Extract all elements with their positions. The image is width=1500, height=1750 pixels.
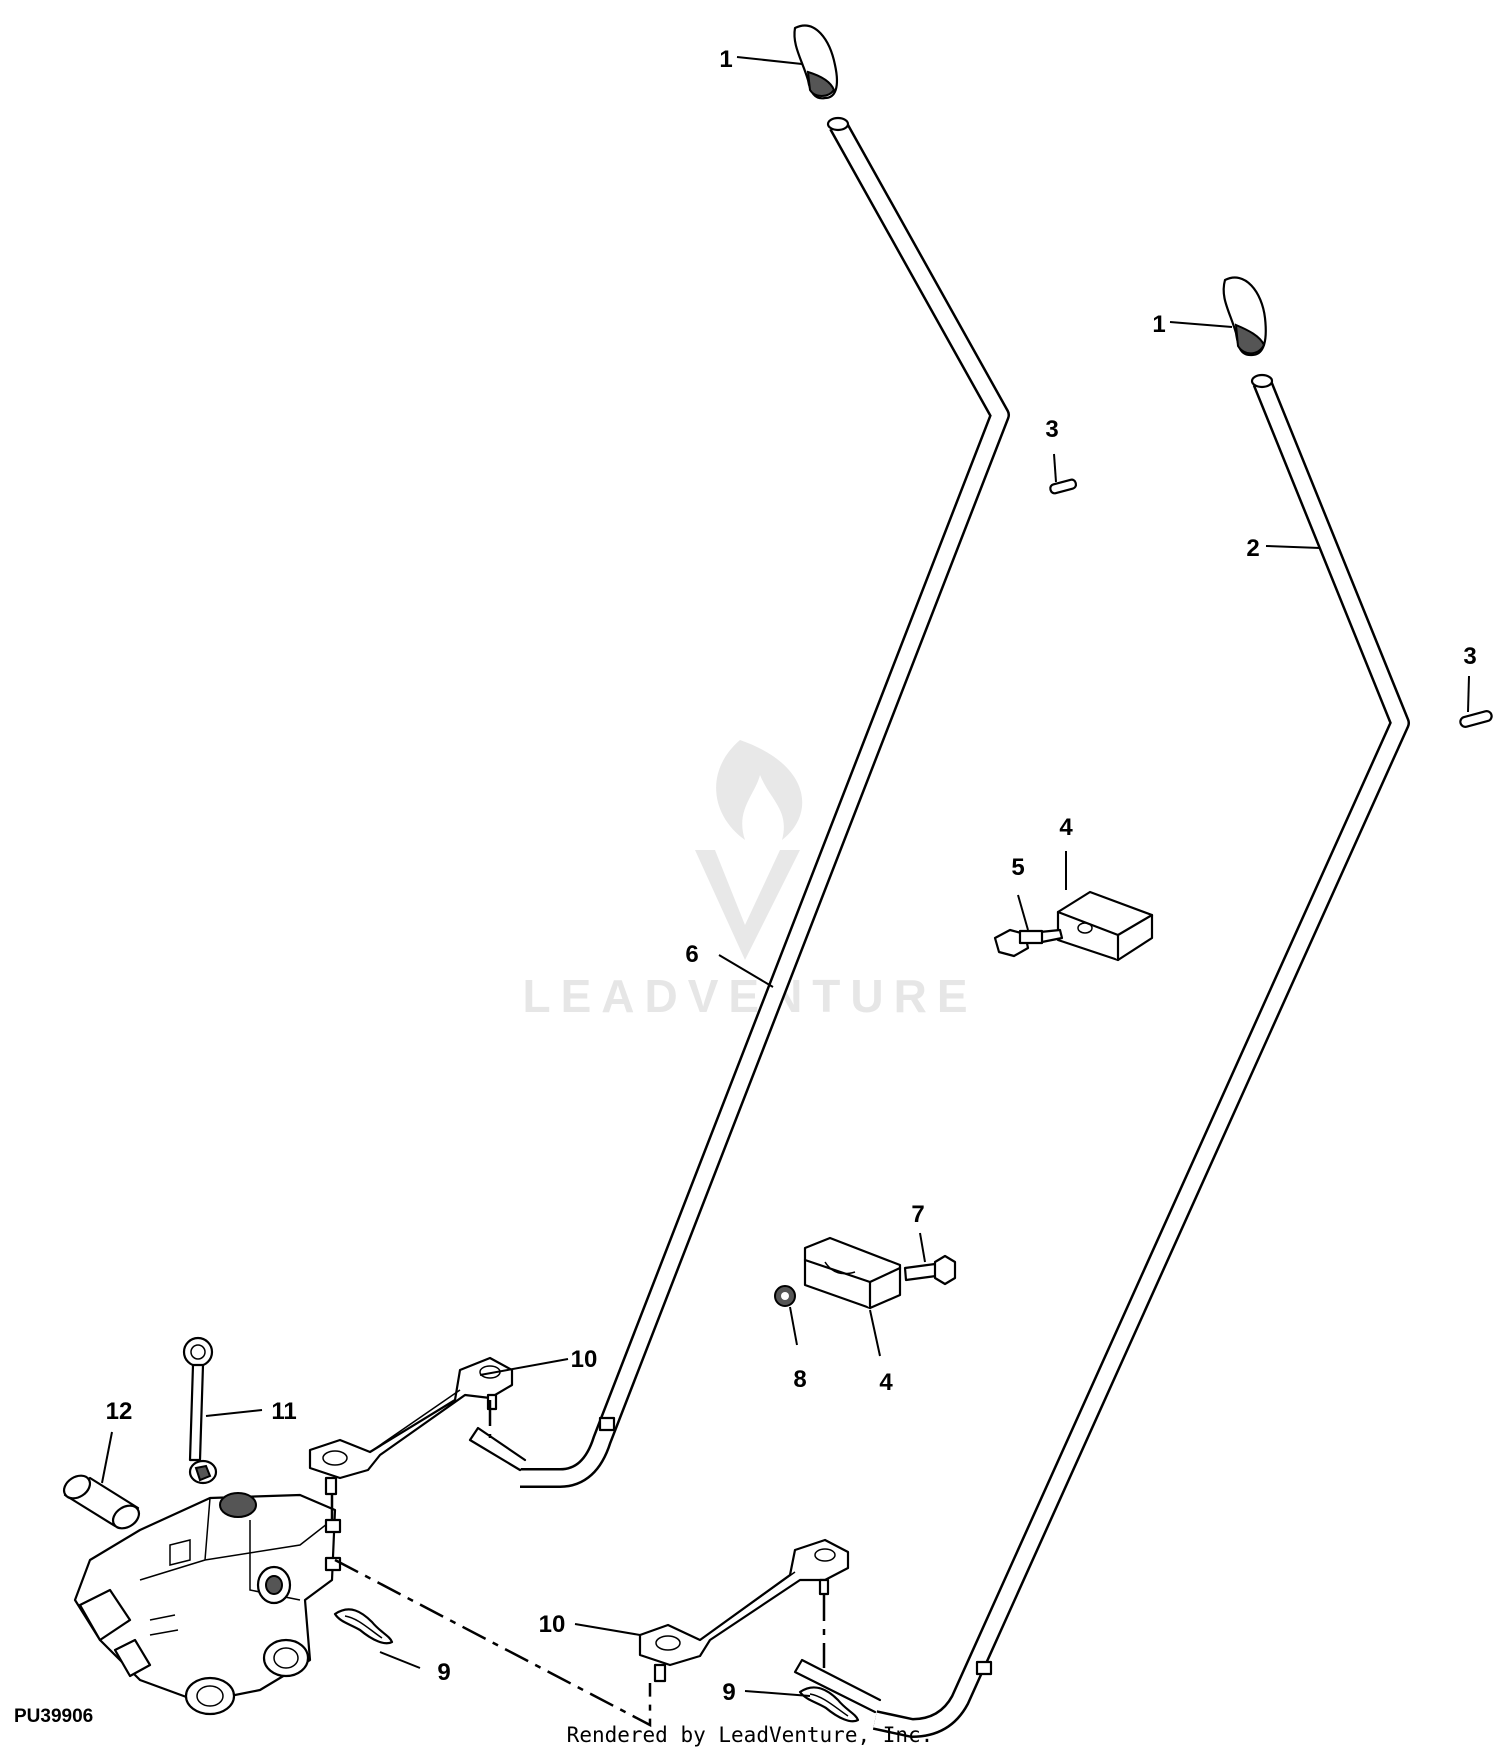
v-logo-icon xyxy=(695,850,800,960)
knob-part-1-lower xyxy=(1222,276,1267,357)
lever-rod-part-6 xyxy=(468,116,1010,1488)
watermark-text: LEADVENTURE xyxy=(522,970,977,1022)
callout-9-left: 9 xyxy=(437,1659,450,1686)
callout-5: 5 xyxy=(1011,854,1024,881)
assembly-lines xyxy=(330,1400,826,1728)
link-part-10-upper xyxy=(308,1356,514,1496)
callout-labels: 1 1 2 3 3 4 4 5 6 7 8 9 9 10 10 11 12 xyxy=(106,46,1477,1706)
leadventure-watermark: LEADVENTURE xyxy=(522,740,977,1022)
callout-6: 6 xyxy=(685,941,698,968)
link-part-10-lower xyxy=(638,1538,850,1683)
callout-1-upper: 1 xyxy=(719,46,732,73)
callout-1-lower: 1 xyxy=(1152,311,1165,338)
callout-7: 7 xyxy=(911,1201,924,1228)
callout-12: 12 xyxy=(106,1398,133,1425)
nut-part-8 xyxy=(774,1285,796,1307)
cap-part-12 xyxy=(62,1474,141,1530)
lever-rod-part-2 xyxy=(793,373,1410,1738)
callout-4-upper: 4 xyxy=(1059,814,1073,841)
callout-10-lower: 10 xyxy=(539,1611,566,1638)
control-valve xyxy=(73,1492,342,1716)
clip-part-9-left xyxy=(333,1608,394,1645)
clamp-part-4-lower xyxy=(803,1236,902,1310)
bolt-part-5 xyxy=(993,928,1064,958)
pin-part-3-lower xyxy=(1459,710,1493,728)
clamp-part-4-upper xyxy=(1056,890,1154,962)
callout-2: 2 xyxy=(1246,535,1259,562)
knob-part-1-upper xyxy=(793,24,839,100)
callout-9-right: 9 xyxy=(722,1679,735,1706)
bolt-part-7 xyxy=(903,1254,957,1286)
pin-part-3-upper xyxy=(1049,478,1078,495)
clip-part-9-right xyxy=(798,1686,860,1723)
render-credit: Rendered by LeadVenture, Inc. xyxy=(567,1723,934,1747)
callout-8: 8 xyxy=(793,1366,806,1393)
flame-logo-icon xyxy=(716,740,803,840)
callout-4-lower: 4 xyxy=(879,1369,893,1396)
figure-id: PU39906 xyxy=(14,1706,93,1727)
callout-leaders xyxy=(101,56,1470,1697)
wrench-part-11 xyxy=(182,1336,218,1485)
callout-3-lower: 3 xyxy=(1463,643,1476,670)
callout-11: 11 xyxy=(271,1398,296,1425)
callout-10-upper: 10 xyxy=(571,1346,598,1373)
callout-3-upper: 3 xyxy=(1045,416,1058,443)
